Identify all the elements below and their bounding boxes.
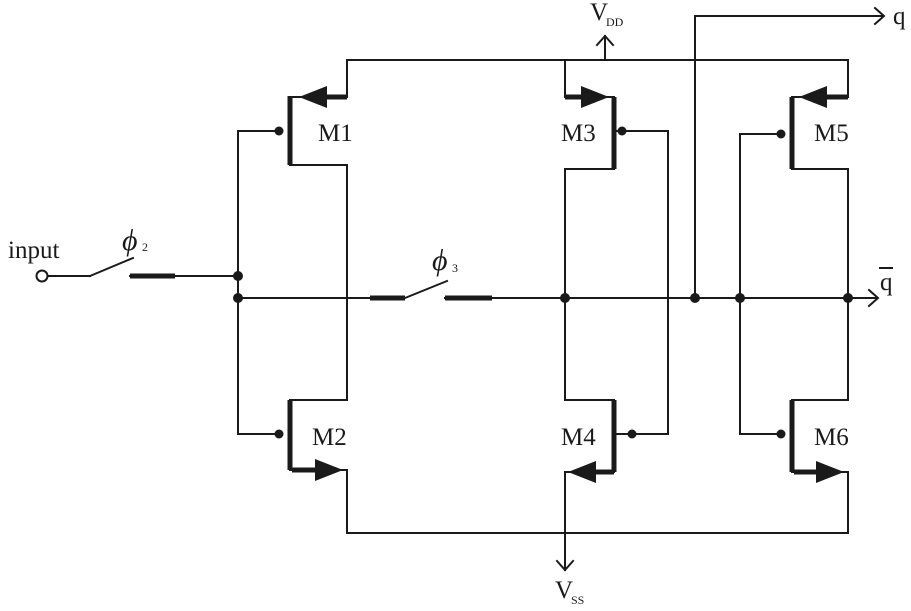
junction-dots: [233, 271, 853, 303]
left-gate-bus: [237, 130, 277, 435]
vdd-rail: [346, 34, 849, 98]
vss-subscript: SS: [571, 593, 584, 607]
m3-m4-gate-bus: [626, 130, 669, 435]
m4-label: M4: [561, 424, 596, 451]
m2-label: M2: [312, 424, 347, 451]
input-label: input: [8, 237, 59, 264]
phi2-symbol: ϕ: [122, 224, 138, 257]
m3-label: M3: [561, 120, 596, 147]
qbar-label: q: [880, 269, 893, 296]
vss-label: V: [555, 577, 573, 604]
transistor-m4: [564, 399, 637, 483]
phi3-switch-blade: [403, 279, 449, 300]
vss-rail: [346, 471, 849, 572]
vdd-label: V: [590, 0, 608, 26]
input-terminal: [35, 269, 49, 283]
transistor-m6: [776, 399, 849, 483]
transistor-m3: [564, 86, 628, 170]
phi2-subscript: 2: [142, 240, 148, 254]
q-output-line: [694, 6, 886, 299]
m1-label: M1: [318, 120, 353, 147]
transistor-m2: [274, 399, 348, 481]
m6-label: M6: [814, 424, 849, 451]
right-gate-bus: [739, 133, 781, 435]
mid-node-line: [237, 279, 880, 308]
input-branch: [35, 256, 239, 283]
phi2-switch-blade: [88, 256, 135, 278]
m5-label: M5: [814, 120, 849, 147]
vdd-subscript: DD: [606, 15, 624, 29]
transistor-m5: [776, 86, 849, 170]
transistor-m1: [274, 86, 348, 166]
q-label: q: [893, 3, 906, 30]
phi3-symbol: ϕ: [432, 244, 448, 277]
phi3-subscript: 3: [452, 261, 458, 275]
